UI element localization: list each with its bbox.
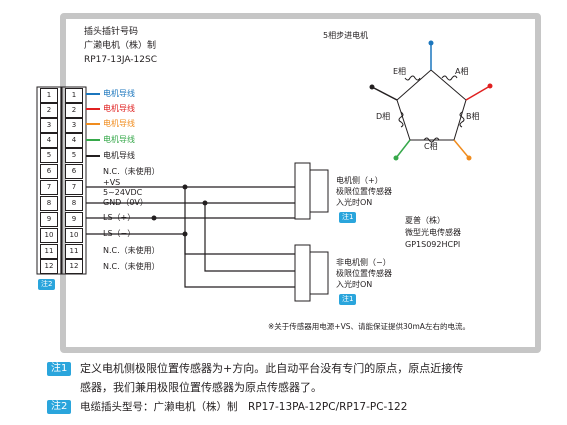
sensor-minus-line3: 入光时ON (336, 280, 373, 289)
inner-pin: 1 (65, 88, 83, 103)
outer-pin: 2 (40, 103, 58, 118)
inner-pin: 12 (65, 259, 83, 274)
sensor-info-line3: GP1S092HCPI (405, 240, 461, 249)
lead-dot-black (369, 84, 375, 90)
phase-d-label: D相 (376, 112, 391, 121)
phase-c-label: C相 (424, 142, 438, 151)
inner-pin: 9 (65, 212, 83, 227)
inner-pin: 5 (65, 148, 83, 163)
coil-symbols (398, 75, 465, 143)
header-line2: 广濑电机（株）制 (84, 41, 157, 51)
note1-tag: 注1 (47, 362, 72, 376)
note2-text: 电缆插头型号：广濑电机（株）制 RP17-13PA-12PC/RP17-PC-1… (80, 401, 408, 413)
inner-pin: 10 (65, 228, 83, 243)
current-footnote: ※关于传感器用电源+VS、请能保证提供30mA左右的电流。 (268, 322, 470, 331)
outer-pin: 12 (40, 259, 58, 274)
note1-tag-lower: 注1 (339, 294, 357, 305)
junction-dots (151, 184, 208, 237)
inner-pin: 3 (65, 118, 83, 133)
header-line1: 插头插针号码 (84, 27, 139, 37)
outer-pin: 10 (40, 228, 58, 243)
sensor-plus-line1: 电机侧（+） (336, 176, 383, 185)
outer-pin: 11 (40, 244, 58, 259)
sensor-info-line1: 夏普（株） (405, 216, 445, 225)
note2-tag-bottom: 注2 (47, 400, 72, 414)
pin-label-10: LS（−） (103, 229, 136, 238)
inner-pin: 2 (65, 103, 83, 118)
outer-pin: 9 (40, 212, 58, 227)
lead-dot-blue (428, 40, 434, 46)
note1-text-line2: 感器，我们兼用极限位置传感器为原点传感器了。 (80, 381, 322, 394)
sensor-plus-line3: 入光时ON (336, 198, 373, 207)
motor-leads (371, 43, 491, 159)
outer-connector-outline (36, 86, 62, 275)
sensor-minus-line2: 极限位置传感器 (336, 269, 392, 278)
pin-label-9: LS（+） (103, 213, 136, 222)
sensor-info-line2: 微型光电传感器 (405, 228, 461, 237)
inner-pin: 4 (65, 133, 83, 148)
signal-wires (86, 186, 310, 288)
note2-tag: 注2 (38, 279, 56, 290)
inner-connector-outline (61, 86, 87, 275)
note1-text-line1: 定义电机侧极限位置传感器为+方向。此自动平台没有专门的原点，原点近接传 (80, 362, 464, 375)
pin-label-7: +VS 5~24VDC (103, 178, 143, 197)
phase-b-label: B相 (466, 112, 480, 121)
outer-pin: 3 (40, 118, 58, 133)
lead-dot-green (393, 155, 399, 161)
pin-label-12: N.C.（未使用） (103, 262, 160, 271)
outer-pin: 8 (40, 196, 58, 211)
sensor-minus-line1: 非电机侧（−） (336, 258, 391, 267)
pin-label-4: 电机导线 (103, 135, 135, 144)
inner-pin: 8 (65, 196, 83, 211)
pin-label-8: GND（0V） (103, 198, 148, 207)
header-line3: RP17-13JA-12SC (84, 55, 157, 65)
outer-pin: 6 (40, 164, 58, 179)
outer-pin: 5 (40, 148, 58, 163)
outer-pin: 1 (40, 88, 58, 103)
inner-pin: 11 (65, 244, 83, 259)
outer-pin: 7 (40, 180, 58, 195)
motor-pentagon (396, 69, 467, 141)
pin-label-2: 电机导线 (103, 104, 135, 113)
sensor-plus-line2: 极限位置传感器 (336, 187, 392, 196)
phase-a-label: A相 (455, 67, 469, 76)
lead-dot-orange (466, 155, 472, 161)
lead-dot-red (487, 83, 493, 89)
pin-label-3: 电机导线 (103, 119, 135, 128)
pin-label-6: N.C.（未使用） (103, 167, 160, 176)
motor-title: 5相步进电机 (323, 31, 369, 40)
inner-pin: 6 (65, 164, 83, 179)
outer-pin: 4 (40, 133, 58, 148)
pin-label-11: N.C.（未使用） (103, 246, 160, 255)
phase-e-label: E相 (393, 67, 407, 76)
note1-tag-upper: 注1 (339, 212, 357, 223)
sensor-blocks (294, 162, 329, 302)
inner-pin: 7 (65, 180, 83, 195)
pin-label-5: 电机导线 (103, 151, 135, 160)
pin-label-1: 电机导线 (103, 89, 135, 98)
